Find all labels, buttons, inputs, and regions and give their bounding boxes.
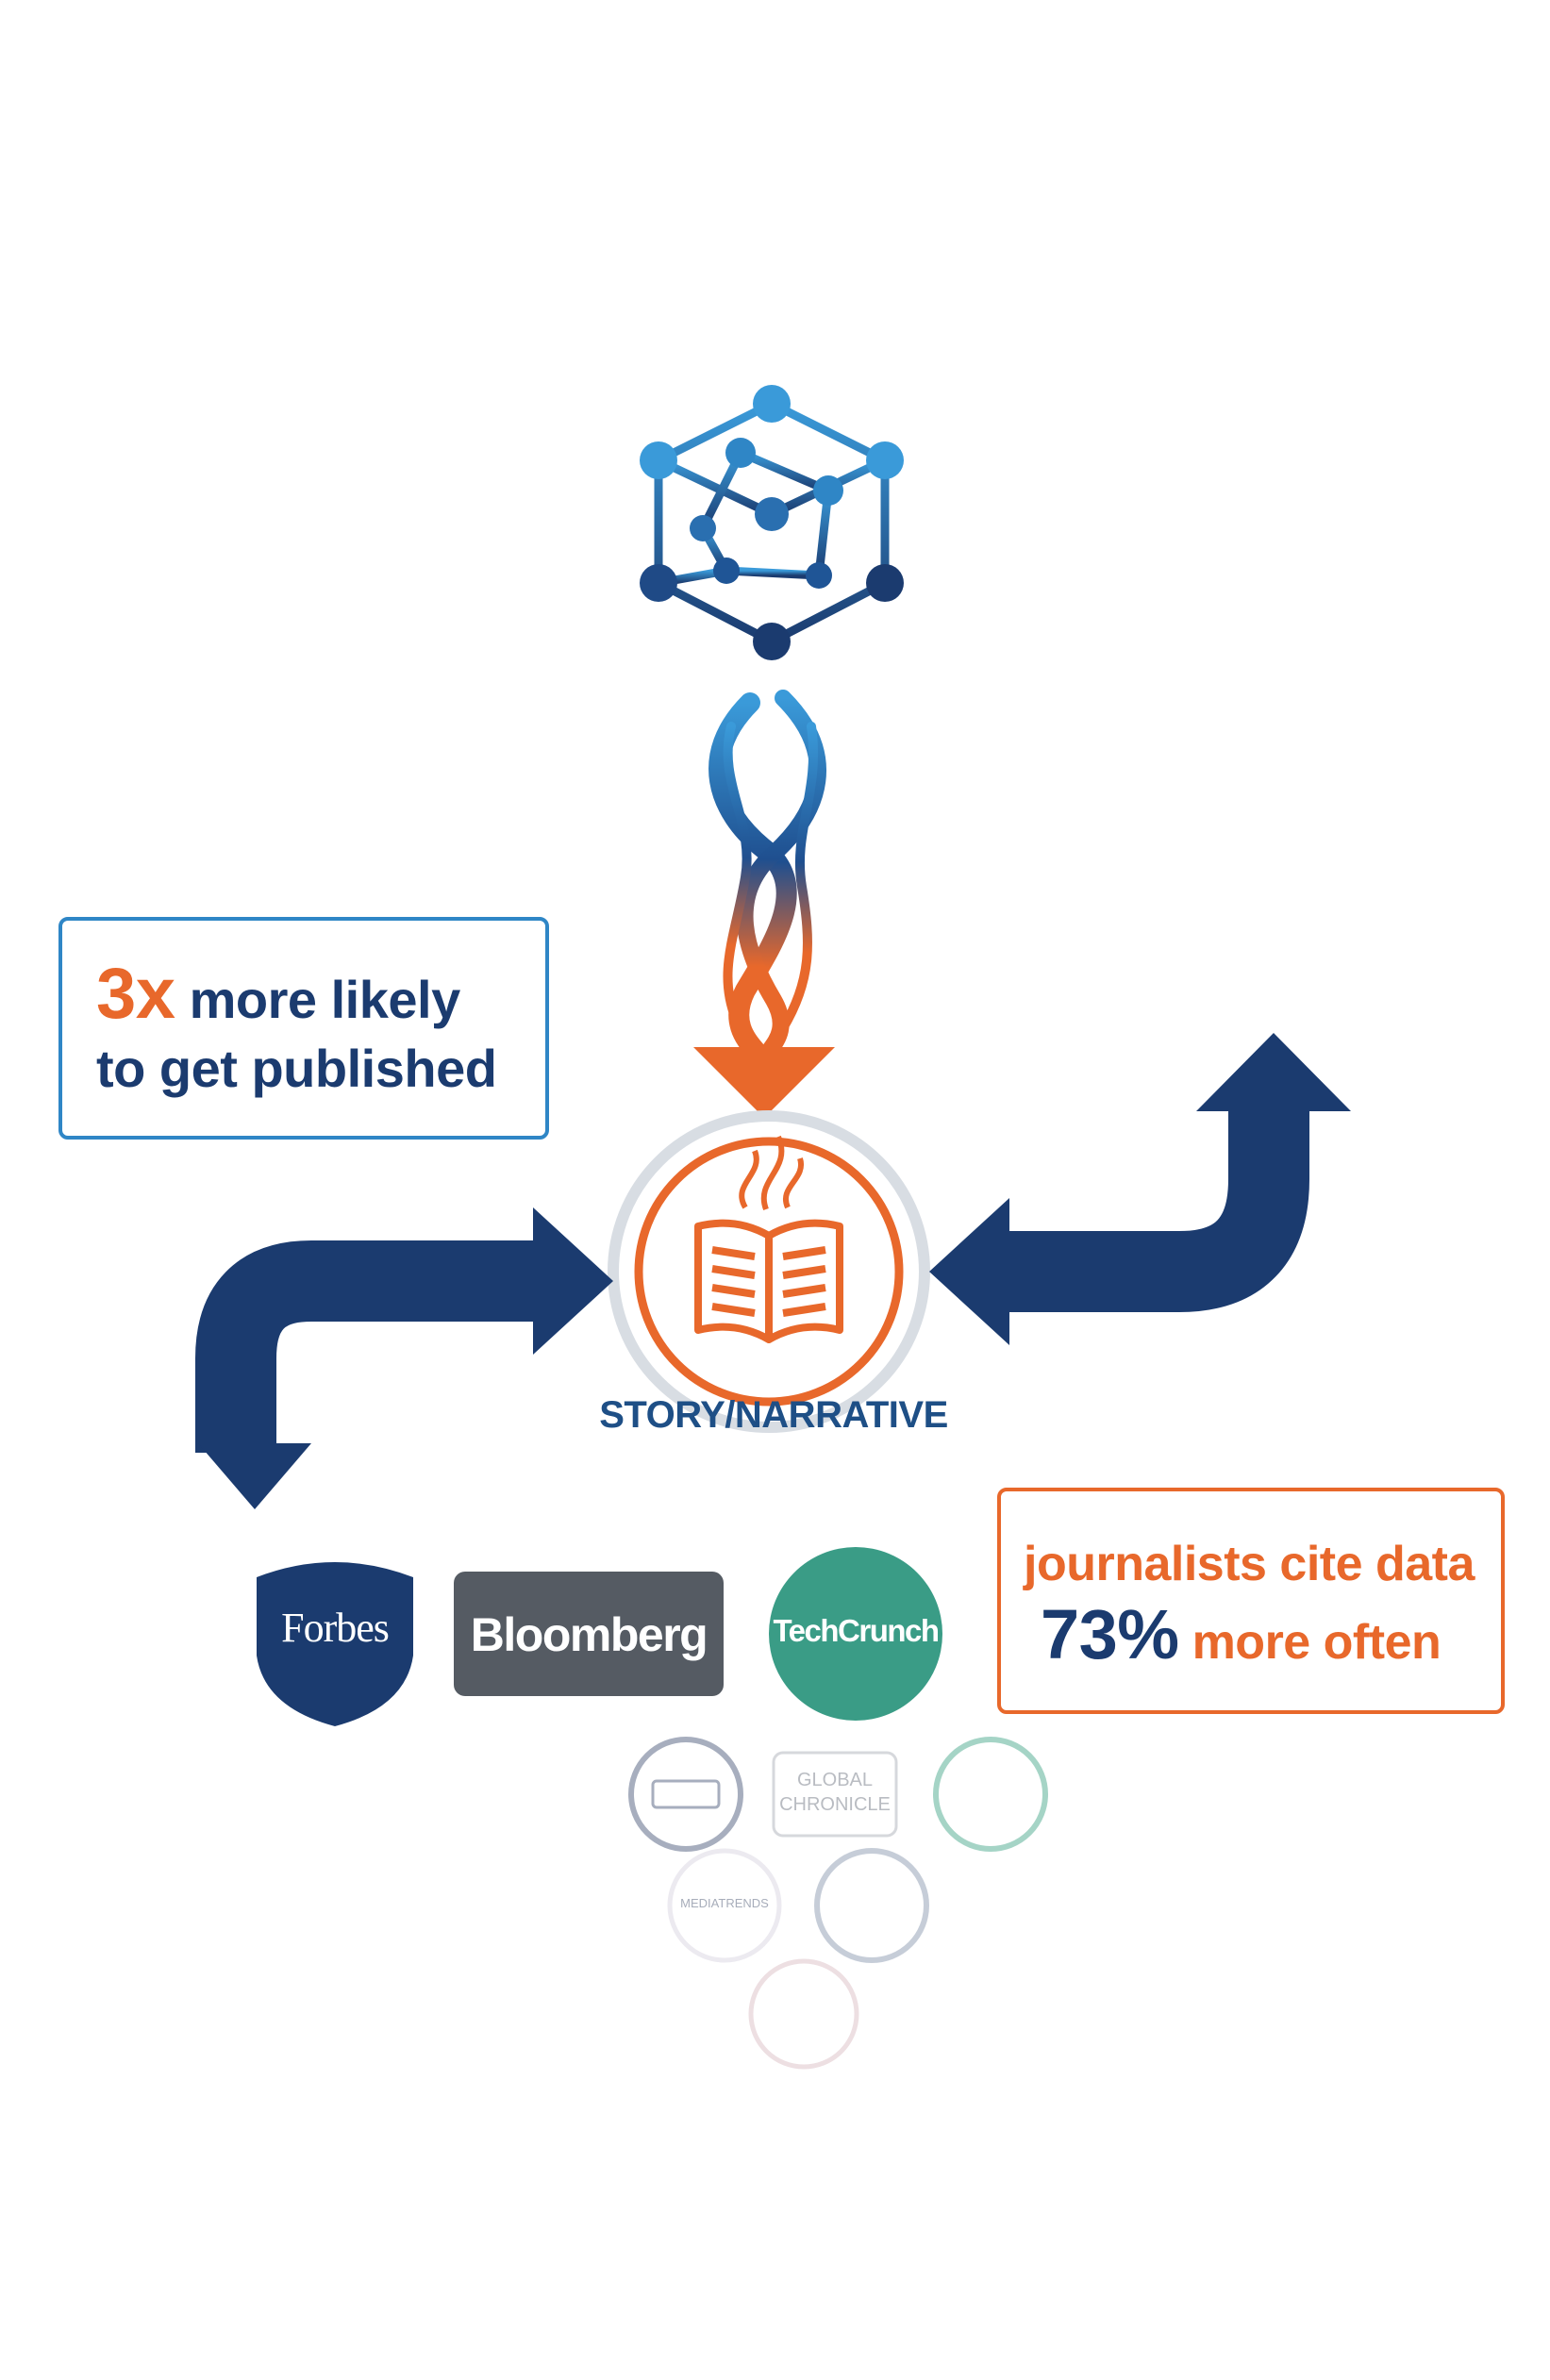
data-stream-icon xyxy=(708,690,826,1067)
faint-logo-text-global: GLOBAL xyxy=(796,1770,874,1790)
forbes-logo-text: Forbes xyxy=(281,1605,390,1651)
journalists-stat-suffix: more often xyxy=(1192,1615,1442,1671)
right-curved-arrow xyxy=(929,1033,1351,1345)
techcrunch-logo-text: TechCrunch xyxy=(773,1613,940,1648)
faint-logo-inner-1 xyxy=(651,1779,721,1809)
faint-logo-2 xyxy=(772,1751,898,1838)
center-outer-ring xyxy=(608,1110,930,1433)
published-text-b: to get published xyxy=(96,1039,497,1099)
journalists-callout: journalists cite data 73% more often xyxy=(997,1488,1505,1714)
network-cube-nodes xyxy=(640,385,904,660)
stream-arrowhead xyxy=(693,1047,835,1118)
faint-logo-4 xyxy=(667,1848,782,1963)
journalists-stat: 73% xyxy=(1041,1595,1179,1674)
faint-outlet-logos xyxy=(628,1737,1048,2070)
faint-logo-5 xyxy=(814,1848,929,1963)
faint-logo-text-chronicle: CHRONICLE xyxy=(779,1794,891,1815)
techcrunch-logo xyxy=(769,1547,942,1721)
open-book-icon xyxy=(694,1135,843,1343)
faint-logo-text-mediatrends: MEDIATRENDS xyxy=(680,1896,769,1910)
left-curved-arrow xyxy=(195,1207,613,1509)
published-callout-line1: 3x more likely xyxy=(96,951,517,1037)
center-label: STORY/NARRATIVE xyxy=(599,1394,948,1436)
bloomberg-logo xyxy=(454,1572,724,1696)
journalists-line1: journalists cite data xyxy=(1024,1537,1475,1591)
faint-logo-6 xyxy=(748,1958,859,2070)
published-highlight: 3x xyxy=(96,954,175,1034)
published-text-a: more likely xyxy=(189,970,461,1029)
faint-logo-1 xyxy=(628,1737,743,1852)
faint-logo-3 xyxy=(933,1737,1048,1852)
bloomberg-logo-text: Bloomberg xyxy=(470,1608,708,1661)
published-callout: 3x more likely to get published xyxy=(58,917,549,1140)
forbes-logo xyxy=(257,1562,413,1726)
journalists-line2: 73% more often xyxy=(1024,1593,1501,1677)
